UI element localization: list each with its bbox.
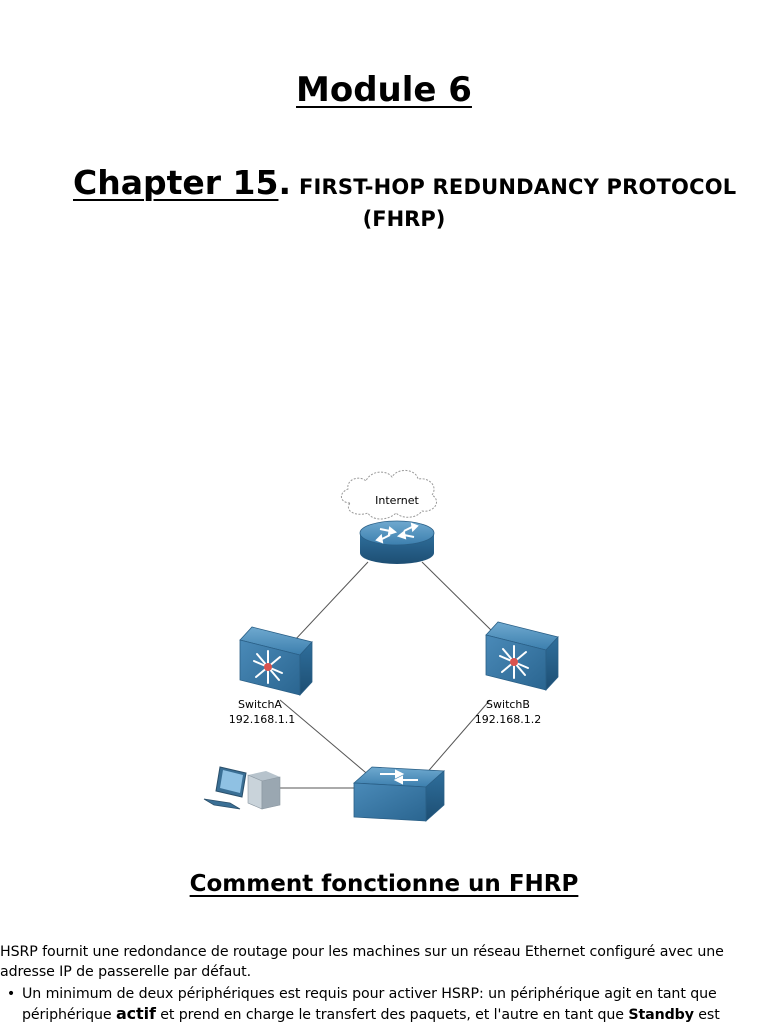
link-router-switcha [293, 561, 369, 642]
chapter-topic-line2: (FHRP) [362, 207, 446, 231]
pc-icon [203, 766, 281, 810]
section-title: Comment fonctionne un FHRP [189, 871, 579, 897]
bullet-part1: Un minimum de deux périphériques est req… [22, 986, 717, 1023]
network-links [279, 561, 497, 789]
bullet-mark: • [6, 986, 16, 1002]
link-switcha-access [279, 699, 379, 784]
chapter-dot: . [278, 163, 291, 202]
switch-b-ip: 192.168.1.2 [475, 713, 541, 726]
intro-paragraph: HSRP fournit une redondance de routage p… [0, 944, 724, 980]
module-title: Module 6 [296, 70, 472, 110]
cloud-icon [341, 470, 437, 520]
switch-a-name: SwitchA [238, 698, 282, 711]
network-diagram: Internet [203, 470, 559, 822]
workgroup-switch-icon [353, 766, 445, 822]
multilayer-switch-icon [239, 626, 313, 697]
bullet-part3: est [693, 1007, 720, 1023]
link-router-switchb [421, 561, 497, 636]
bullet-item: • Un minimum de deux périphériques est r… [0, 984, 768, 1025]
router-icon [359, 520, 435, 564]
switch-b-name: SwitchB [486, 698, 530, 711]
bullet-standby: Standby [628, 1007, 694, 1023]
chapter-topic-line1: FIRST-HOP REDUNDANCY PROTOCOL [299, 175, 737, 199]
bullet-text: Un minimum de deux périphériques est req… [22, 984, 768, 1025]
chapter-number: Chapter 15 [73, 163, 279, 202]
body-text: HSRP fournit une redondance de routage p… [0, 942, 768, 1025]
switch-a-ip: 192.168.1.1 [229, 713, 295, 726]
bullet-actif: actif [115, 1004, 156, 1023]
cloud-label: Internet [375, 494, 419, 507]
bullet-part2: et prend en charge le transfert des paqu… [155, 1007, 629, 1023]
chapter-heading: Chapter 15. FIRST-HOP REDUNDANCY PROTOCOL [73, 163, 736, 202]
multilayer-switch-icon [485, 621, 559, 692]
link-switchb-access [417, 699, 491, 784]
